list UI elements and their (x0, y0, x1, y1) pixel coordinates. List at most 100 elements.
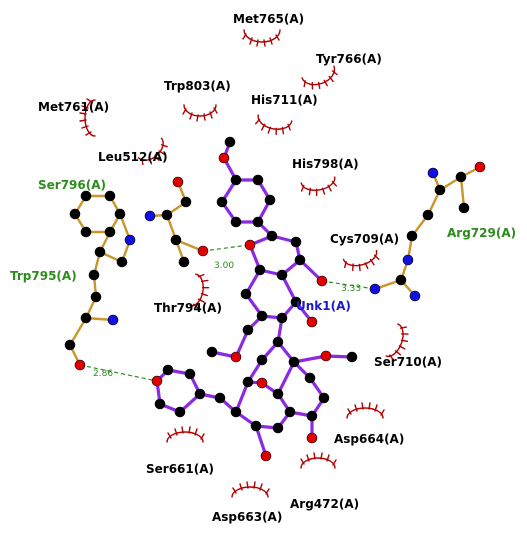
atom-carbon (290, 296, 302, 308)
atom-carbon (254, 264, 266, 276)
atom-carbon (230, 216, 242, 228)
residue-bonds (68, 165, 482, 367)
hydrophobic-contacts (79, 29, 409, 498)
atom-carbon (276, 269, 288, 281)
atom-carbon (288, 356, 300, 368)
hydrophobic-arc-his798 (300, 176, 338, 197)
atom-oxygen (474, 161, 486, 173)
atom-carbon (178, 256, 190, 268)
atom-carbon (242, 376, 254, 388)
residue-label-trp795: Trp795(A) (10, 269, 77, 283)
residue-label-met765: Met765(A) (233, 12, 304, 26)
residue-label-asp663: Asp663(A) (212, 510, 282, 524)
residue-label-tyr766: Tyr766(A) (316, 52, 382, 66)
hydrophobic-arc-tyr766 (301, 65, 338, 90)
atom-carbon (256, 354, 268, 366)
hydrophobic-arc-asp664 (346, 402, 385, 419)
atom-carbon (304, 372, 316, 384)
atom-carbon (272, 422, 284, 434)
atom-carbon (161, 209, 173, 221)
atom-oxygen (172, 176, 184, 188)
atom-nitrogen (107, 314, 119, 326)
atom-carbon (64, 339, 76, 351)
atom-nitrogen (144, 210, 156, 222)
atom-oxygen (74, 359, 86, 371)
atom-carbon (395, 274, 407, 286)
atom-carbon (256, 310, 268, 322)
residue-label-his798: His798(A) (292, 157, 359, 171)
atom-carbon (206, 346, 218, 358)
distance-label: 3.33 (341, 284, 361, 294)
hydrophobic-arc-thr794 (189, 273, 210, 309)
residue-label-ser710: Ser710(A) (374, 355, 442, 369)
residue-label-ser796: Ser796(A) (38, 178, 106, 192)
atom-carbon (252, 174, 264, 186)
atom-carbon (170, 234, 182, 246)
residue-label-asp664: Asp664(A) (334, 432, 404, 446)
atom-carbon (290, 236, 302, 248)
atom-carbon (104, 190, 116, 202)
atom-carbon (318, 392, 330, 404)
atoms (64, 136, 486, 462)
distance-label: 2.86 (93, 369, 113, 379)
atom-carbon (264, 194, 276, 206)
hydrophobic-arc-ser661 (166, 426, 205, 443)
atom-carbon (154, 398, 166, 410)
hydrophobic-arc-leu512 (137, 137, 168, 166)
residue-label-his711: His711(A) (251, 93, 318, 107)
atom-carbon (90, 291, 102, 303)
hbond-thr794-ligand (202, 244, 250, 252)
distance-labels: 3.00 3.33 2.86 (93, 261, 361, 379)
atom-carbon (252, 216, 264, 228)
hydrogen-bonds (79, 244, 376, 382)
residue-label-arg729: Arg729(A) (447, 226, 516, 240)
atom-nitrogen (402, 254, 414, 266)
hydrophobic-arc-ser710 (385, 323, 409, 361)
residue-label-ser661: Ser661(A) (146, 462, 214, 476)
residue-labels: Met765(A) Tyr766(A) Trp803(A) His711(A) … (10, 12, 516, 524)
residue-label-trp803: Trp803(A) (164, 79, 231, 93)
hydrophobic-arc-his711 (255, 114, 293, 136)
atom-oxygen (260, 450, 272, 462)
atom-carbon (174, 406, 186, 418)
atom-carbon (346, 351, 358, 363)
atom-oxygen (151, 375, 163, 387)
hydrophobic-arc-met765 (242, 29, 281, 47)
atom-oxygen (320, 350, 332, 362)
atom-oxygen (316, 275, 328, 287)
hbond-ligand-arg729 (321, 280, 376, 290)
atom-carbon (455, 171, 467, 183)
residue-label-arg472: Arg472(A) (290, 497, 359, 511)
atom-oxygen (230, 351, 242, 363)
hydrophobic-arc-arg472 (300, 452, 337, 469)
atom-nitrogen (124, 234, 136, 246)
atom-carbon (250, 420, 262, 432)
atom-carbon (272, 388, 284, 400)
atom-oxygen (218, 152, 230, 164)
atom-carbon (116, 256, 128, 268)
distance-label: 3.00 (214, 261, 234, 271)
hydrophobic-arc-cys709 (342, 249, 380, 272)
atom-carbon (294, 254, 306, 266)
atom-carbon (230, 174, 242, 186)
atom-carbon (104, 226, 116, 238)
atom-carbon (224, 136, 236, 148)
atom-carbon (406, 230, 418, 242)
atom-oxygen (197, 245, 209, 257)
atom-oxygen (244, 239, 256, 251)
atom-carbon (230, 406, 242, 418)
atom-carbon (240, 288, 252, 300)
atom-oxygen (256, 377, 268, 389)
atom-carbon (266, 230, 278, 242)
atom-carbon (69, 208, 81, 220)
atom-carbon (88, 269, 100, 281)
atom-carbon (80, 190, 92, 202)
atom-carbon (80, 312, 92, 324)
hbond-trp795-ligand (79, 364, 158, 382)
atom-nitrogen (409, 290, 421, 302)
atom-carbon (114, 208, 126, 220)
atom-carbon (434, 184, 446, 196)
atom-nitrogen (427, 167, 439, 179)
atom-oxygen (306, 432, 318, 444)
atom-oxygen (306, 316, 318, 328)
